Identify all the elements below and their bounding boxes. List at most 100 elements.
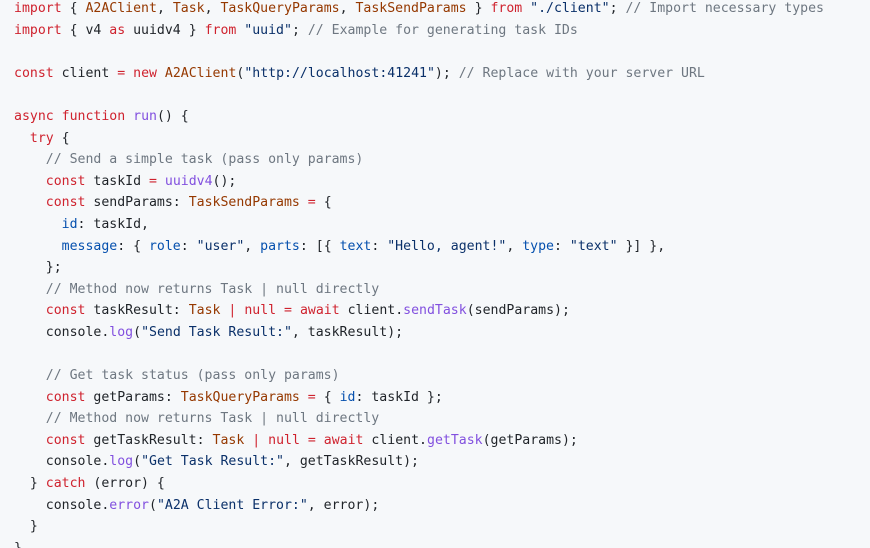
code-token: Task [188, 303, 221, 319]
code-token: const [45, 432, 86, 448]
code-token: uuidv4 [164, 173, 213, 189]
code-line [14, 344, 870, 366]
code-token: const [45, 173, 86, 189]
code-token: Task [172, 1, 205, 16]
code-token: "Get Task Result:" [141, 454, 284, 470]
code-line: try { [14, 128, 870, 150]
code-token: ( [148, 497, 157, 513]
code-token: from [204, 22, 237, 38]
code-line [14, 84, 870, 106]
code-token: ); [434, 65, 459, 81]
code-token [14, 303, 46, 318]
code-token: "Hello, agent!" [387, 238, 507, 254]
code-token: const [45, 303, 86, 319]
code-token: , [339, 1, 356, 16]
code-token: { [315, 389, 340, 405]
code-token: parts [260, 238, 300, 254]
code-token: "user" [196, 238, 245, 254]
code-token [276, 303, 284, 318]
code-line: } [14, 538, 870, 548]
code-token: , [506, 238, 523, 254]
code-token: : taskId }; [355, 389, 443, 405]
code-token: = [307, 195, 316, 211]
code-token: log [109, 324, 134, 340]
code-token: , [204, 1, 221, 16]
code-token: = [117, 65, 126, 81]
code-token: , [244, 238, 261, 254]
code-token: (sendParams); [466, 303, 570, 319]
code-token: ( [133, 454, 142, 470]
code-token: }] }, [617, 238, 666, 254]
code-line: }; [14, 257, 870, 279]
code-token: { [61, 1, 86, 16]
code-token: = [307, 432, 316, 448]
code-token: null [268, 432, 300, 448]
code-token [300, 195, 308, 210]
code-token: import [14, 1, 62, 16]
code-token: text [339, 238, 372, 254]
code-token: await [299, 303, 340, 319]
code-token: // Method now returns Task | null direct… [45, 281, 380, 297]
code-token: }; [14, 260, 62, 276]
code-token: getTaskResult: [85, 432, 213, 448]
code-token: (); [212, 173, 237, 189]
code-line: console.log("Send Task Result:", taskRes… [14, 322, 870, 344]
code-token [54, 109, 62, 124]
code-token: "./client" [530, 1, 610, 16]
code-token: taskResult: [85, 303, 189, 319]
code-token [522, 1, 530, 16]
code-token: log [109, 454, 134, 470]
code-token [292, 303, 300, 318]
code-token: uuidv4 } [125, 22, 205, 38]
code-token: , taskResult); [291, 324, 404, 340]
code-token: = [149, 173, 157, 189]
code-token: // Example for generating task IDs [307, 22, 578, 38]
code-token: ; [291, 22, 308, 38]
code-token [157, 174, 165, 189]
code-token: "http://localhost:41241" [244, 65, 435, 81]
code-token [14, 282, 46, 297]
code-token: const [14, 65, 54, 81]
code-token [14, 433, 46, 448]
code-token: console. [14, 454, 110, 470]
code-line: // Method now returns Task | null direct… [14, 408, 870, 430]
code-token: try [29, 130, 54, 146]
code-token: // Replace with your server URL [458, 65, 705, 81]
code-token: client. [339, 303, 404, 319]
code-line: console.log("Get Task Result:", getTaskR… [14, 451, 870, 473]
code-token: as [109, 22, 126, 38]
code-token: console. [14, 324, 110, 340]
code-token: async [14, 108, 54, 124]
code-token: TaskSendParams [355, 1, 467, 16]
code-line: const getTaskResult: Task | null = await… [14, 430, 870, 452]
code-token: = [284, 303, 292, 319]
code-token: : [180, 238, 197, 254]
code-token: new [133, 65, 157, 81]
code-line: async function run() { [14, 106, 870, 128]
code-token: A2AClient [164, 65, 237, 81]
code-token: const [45, 389, 86, 405]
code-token: : [{ [299, 238, 340, 254]
code-token [300, 433, 308, 448]
code-line: message: { role: "user", parts: [{ text:… [14, 236, 870, 258]
code-token: TaskSendParams [188, 195, 300, 211]
code-token: role [148, 238, 181, 254]
code-token [316, 433, 324, 448]
code-token [14, 239, 62, 254]
code-token: : { [117, 238, 149, 254]
code-token [14, 152, 46, 167]
code-token: sendTask [403, 303, 467, 319]
code-token [14, 217, 62, 232]
code-token: () { [156, 108, 189, 124]
code-token: : [371, 238, 388, 254]
code-token: id [339, 389, 356, 405]
code-token: type [522, 238, 554, 254]
code-token: import [14, 22, 62, 38]
code-token [14, 390, 46, 405]
code-token: ( [236, 65, 245, 81]
code-line: // Get task status (pass only params) [14, 365, 870, 387]
code-token: (getParams); [482, 432, 578, 448]
code-token: = [307, 389, 316, 405]
code-token: // Get task status (pass only params) [45, 368, 340, 384]
code-token: "Send Task Result:" [141, 324, 292, 340]
